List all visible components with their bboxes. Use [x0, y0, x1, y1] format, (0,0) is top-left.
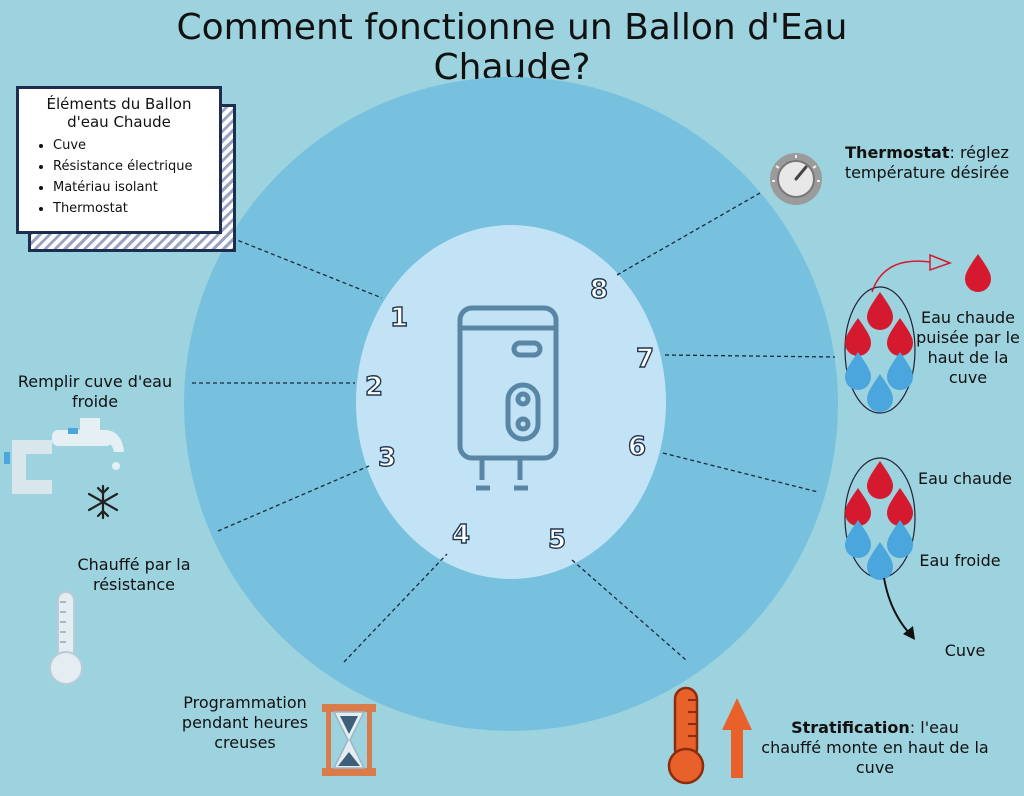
label-puisee: Eau chaude puisée par le haut de la cuve	[916, 308, 1020, 387]
cold-drop-icon	[887, 520, 913, 558]
curve-arrow-to-cuve	[883, 577, 911, 635]
hot-drop-icon	[867, 292, 893, 330]
connector-6	[662, 452, 819, 493]
cold-drop-icon	[845, 520, 871, 558]
hourglass-icon	[322, 704, 376, 776]
arrowhead-icon	[903, 626, 915, 640]
hot-drop-icon	[887, 318, 913, 356]
label-thermostat-rest: : réglez température désirée	[844, 143, 1010, 182]
list-item: Cuve	[53, 135, 219, 156]
up-arrow-icon	[722, 698, 752, 778]
list-item: Matériau isolant	[53, 177, 219, 198]
label-eau-chaude: Eau chaude	[917, 469, 1013, 488]
elements-list: Cuve Résistance électrique Matériau isol…	[19, 135, 219, 219]
red-curve-arrow	[871, 260, 931, 293]
connector-lines	[192, 192, 836, 663]
step-number-8: 8	[590, 275, 608, 305]
cold-drop-icon	[887, 352, 913, 390]
thermostat-dial-icon	[770, 153, 822, 205]
page-title: Comment fonctionne un Ballon d'Eau Chaud…	[0, 8, 1024, 88]
elements-box-heading: Éléments du Ballon d'eau Chaude	[19, 95, 219, 131]
cold-thermometer-icon	[49, 591, 83, 685]
drops-stratification	[845, 461, 913, 580]
step-number-6: 6	[628, 432, 646, 462]
step-number-2: 2	[365, 372, 383, 402]
red-arrowhead-icon	[929, 253, 953, 272]
hot-drop-out-icon	[965, 254, 991, 292]
label-programmation: Programmation pendant heures creuses	[181, 693, 309, 752]
snowflake-icon	[87, 484, 119, 520]
label-cuve: Cuve	[944, 641, 986, 660]
connector-5	[571, 559, 687, 661]
label-thermostat: Thermostat: réglez température désirée	[836, 143, 1018, 183]
step-number-3: 3	[378, 443, 396, 473]
cold-drop-icon	[867, 542, 893, 580]
connector-3	[217, 465, 370, 532]
list-item: Résistance électrique	[53, 156, 219, 177]
label-stratification-bold: Stratification	[791, 718, 910, 737]
hot-thermometer-icon	[667, 686, 705, 785]
list-item: Thermostat	[53, 198, 219, 219]
cold-drop-icon	[845, 352, 871, 390]
hot-drop-icon	[845, 318, 871, 356]
step-number-1: 1	[390, 303, 408, 333]
inner-circle	[356, 225, 666, 579]
tank-oval-puisee	[844, 286, 916, 414]
label-thermostat-bold: Thermostat	[845, 143, 950, 162]
label-remplir: Remplir cuve d'eau froide	[17, 372, 173, 411]
water-heater-icon	[457, 305, 559, 491]
label-chauffe: Chauffé par la résistance	[77, 555, 191, 594]
title-line-1: Comment fonctionne un Ballon d'Eau	[176, 7, 848, 48]
drops-puisee	[845, 254, 991, 412]
label-stratification: Stratification: l'eau chauffé monte en h…	[760, 718, 990, 778]
connector-4	[343, 553, 448, 663]
label-stratification-rest: : l'eau chauffé monte en haut de la cuve	[761, 718, 989, 777]
faucet-icon	[4, 418, 124, 494]
label-eau-froide: Eau froide	[919, 551, 1001, 570]
elements-box: Éléments du Ballon d'eau Chaude Cuve Rés…	[16, 86, 222, 234]
hot-drop-icon	[867, 461, 893, 499]
connector-7	[664, 354, 836, 358]
elements-box-heading-line-2: d'eau Chaude	[67, 113, 171, 131]
connector-1	[231, 237, 383, 299]
step-number-5: 5	[548, 525, 566, 555]
hot-drop-icon	[887, 488, 913, 526]
step-number-7: 7	[636, 344, 654, 374]
cold-drop-icon	[867, 374, 893, 412]
hot-drop-icon	[845, 488, 871, 526]
elements-box-heading-line-1: Éléments du Ballon	[46, 95, 192, 113]
step-number-4: 4	[452, 520, 470, 550]
